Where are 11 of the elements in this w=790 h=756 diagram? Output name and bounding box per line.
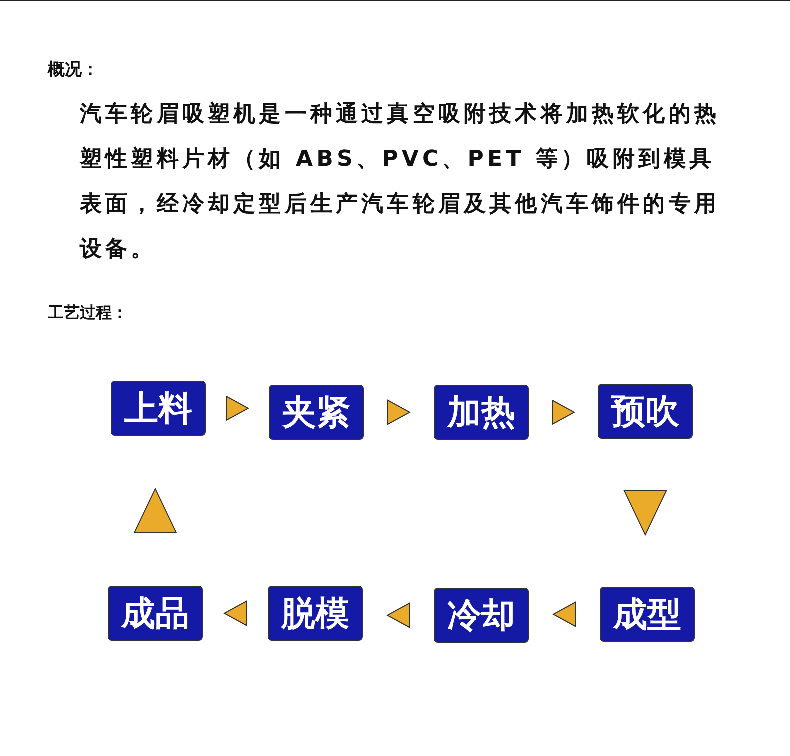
description-paragraph: 汽车轮眉吸塑机是一种通过真空吸附技术将加热软化的热塑性塑料片材（如 ABS、PVC、PET 等）吸附到模具表面，经冷却定型后生产汽车轮眉及其他汽车饰件的专用设备。 [80, 100, 721, 264]
process-box: 夹紧 [269, 385, 364, 440]
process-box: 成品 [108, 586, 203, 641]
process-box: 加热 [434, 385, 529, 440]
section-heading: 工艺过程： [48, 302, 129, 324]
process-box: 冷却 [434, 588, 529, 643]
process-box: 脱模 [268, 586, 363, 641]
section-heading: 概况： [48, 59, 100, 82]
process-box: 成型 [600, 587, 695, 642]
process-box: 上料 [111, 381, 206, 436]
process-box: 预吹 [598, 384, 693, 439]
